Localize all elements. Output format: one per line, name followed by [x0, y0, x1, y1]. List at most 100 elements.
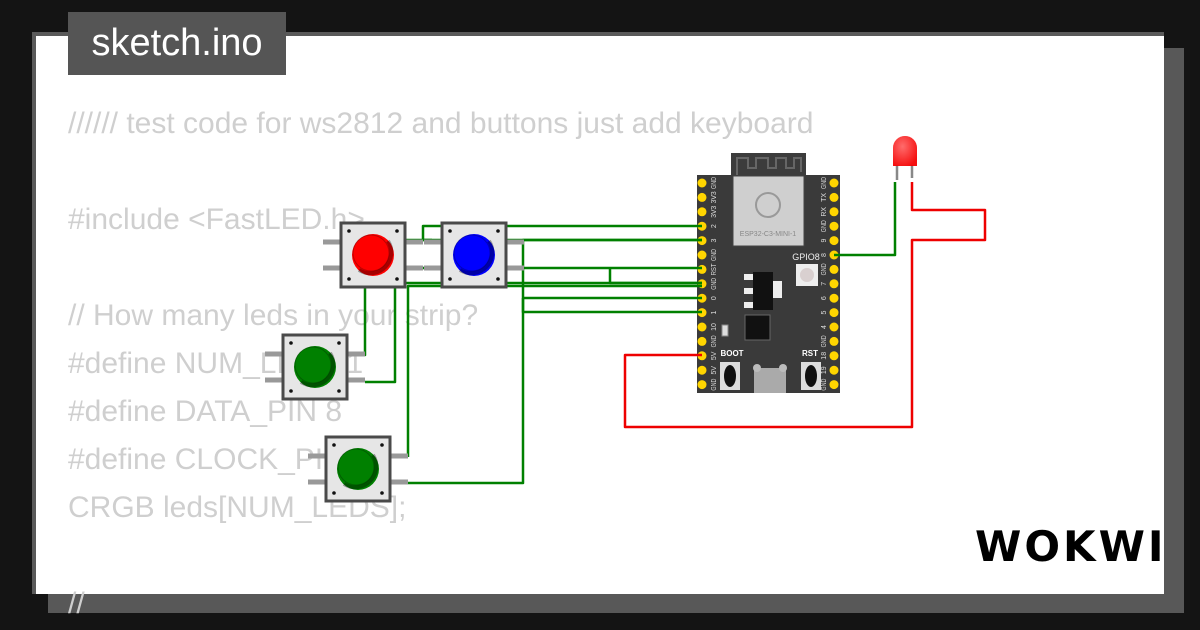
- circuit-diagram: ESP32-C3-MINI-1 GPIO8 BOOT RST GND 3V3 3V3…: [265, 136, 987, 503]
- pin-label: 0: [711, 296, 718, 300]
- pin-right[interactable]: [829, 221, 839, 231]
- gpio8-label: GPIO8: [792, 252, 820, 262]
- pin-label: 2: [711, 224, 718, 228]
- button-leg: [347, 377, 365, 383]
- pin-label: GND: [711, 249, 718, 261]
- pin-label: GND: [821, 263, 828, 275]
- pin-right[interactable]: [829, 279, 839, 289]
- pin-label: 3V3: [711, 206, 718, 218]
- pin-right[interactable]: [829, 178, 839, 188]
- pin-label: 10: [711, 323, 718, 331]
- pin-left[interactable]: [697, 380, 707, 390]
- regulator-tab: [773, 281, 782, 298]
- pushbuttons[interactable]: [265, 221, 524, 503]
- pin-label: 5V: [711, 351, 718, 360]
- wire[interactable]: [408, 238, 702, 485]
- pin-right[interactable]: [829, 336, 839, 346]
- button-leg: [405, 265, 423, 271]
- pin-left[interactable]: [697, 178, 707, 188]
- wire[interactable]: [521, 298, 702, 314]
- pin-label: GND: [821, 379, 828, 391]
- power-wire[interactable]: [623, 182, 987, 429]
- pushbutton[interactable]: [323, 221, 423, 289]
- wire[interactable]: [352, 281, 702, 357]
- pin-label: GND: [711, 379, 718, 391]
- pin-right[interactable]: [829, 207, 839, 217]
- pin-label: 1: [711, 311, 718, 315]
- button-leg: [506, 265, 524, 271]
- button-leg: [424, 239, 442, 245]
- code-line: #include <FastLED.h>: [68, 203, 365, 236]
- pin-right[interactable]: [829, 365, 839, 375]
- smd-resistor: [721, 324, 729, 337]
- module-label: ESP32-C3-MINI-1: [740, 231, 797, 238]
- red-led[interactable]: [893, 136, 917, 180]
- wire[interactable]: [406, 284, 702, 457]
- pushbutton[interactable]: [424, 221, 524, 289]
- wokwi-logo: WOKWI: [975, 522, 1167, 571]
- pin-label: RST: [711, 263, 718, 276]
- pin-right[interactable]: [829, 380, 839, 390]
- pin-label: 18: [821, 352, 828, 360]
- pin-left[interactable]: [697, 365, 707, 375]
- espressif-logo-icon: [755, 192, 781, 218]
- pushbutton[interactable]: [265, 333, 365, 401]
- pin-right[interactable]: [829, 308, 839, 318]
- pin-label: 7: [821, 282, 828, 286]
- pin-label: 19: [821, 366, 828, 374]
- code-line: // How many leds in your strip?: [68, 299, 479, 332]
- wire[interactable]: [834, 182, 897, 257]
- usb-port: [754, 368, 786, 393]
- pin-label: 3V3: [711, 191, 718, 203]
- pin-label: GND: [821, 177, 828, 189]
- button-leg: [390, 453, 408, 459]
- pin-label: 5V: [711, 366, 718, 375]
- pin-label: RX: [821, 207, 828, 217]
- antenna-trace: [736, 157, 802, 175]
- pin-right[interactable]: [829, 236, 839, 246]
- module-shield: [732, 175, 805, 247]
- pin-left[interactable]: [697, 250, 707, 260]
- pin-left[interactable]: [697, 207, 707, 217]
- button-leg: [405, 239, 423, 245]
- pin-label: GND: [821, 220, 828, 232]
- pin-right[interactable]: [829, 293, 839, 303]
- pin-label: 4: [821, 325, 828, 329]
- pin-right[interactable]: [829, 264, 839, 274]
- rgb-led-lens: [800, 268, 814, 282]
- pin-left[interactable]: [697, 192, 707, 202]
- code-background: ////// test code for ws2812 and buttons …: [68, 100, 813, 628]
- pin-left[interactable]: [697, 264, 707, 274]
- pin-label: 5: [821, 311, 828, 315]
- code-line: ////// test code for ws2812 and buttons …: [68, 107, 814, 140]
- button-leg: [265, 351, 283, 357]
- pin-label: GND: [711, 335, 718, 347]
- led-legs: [895, 165, 914, 180]
- pin-label: GND: [821, 335, 828, 347]
- pin-label: GND: [711, 278, 718, 290]
- pin-label: TX: [821, 193, 828, 202]
- pin-left[interactable]: [697, 336, 707, 346]
- button-leg: [390, 479, 408, 485]
- pushbutton[interactable]: [308, 435, 408, 503]
- pin-left[interactable]: [697, 322, 707, 332]
- boot-label: BOOT: [720, 349, 743, 358]
- esp32-c3-board[interactable]: ESP32-C3-MINI-1 GPIO8 BOOT RST GND 3V3 3V3…: [697, 153, 840, 393]
- button-leg: [265, 377, 283, 383]
- pin-right[interactable]: [829, 322, 839, 332]
- button-leg: [323, 239, 341, 245]
- usb-chip: [744, 314, 771, 341]
- button-leg: [308, 479, 326, 485]
- pin-label: 6: [821, 296, 828, 300]
- button-leg: [424, 265, 442, 271]
- pin-label: 9: [821, 239, 828, 243]
- pin-label: GND: [711, 177, 718, 189]
- pin-right[interactable]: [829, 192, 839, 202]
- pin-label: 3: [711, 239, 718, 243]
- pin-right[interactable]: [829, 351, 839, 361]
- file-tab[interactable]: sketch.ino: [68, 12, 286, 75]
- wire[interactable]: [608, 268, 702, 285]
- rst-label: RST: [802, 349, 818, 358]
- pin-label: 8: [821, 253, 828, 257]
- regulator: [753, 272, 773, 310]
